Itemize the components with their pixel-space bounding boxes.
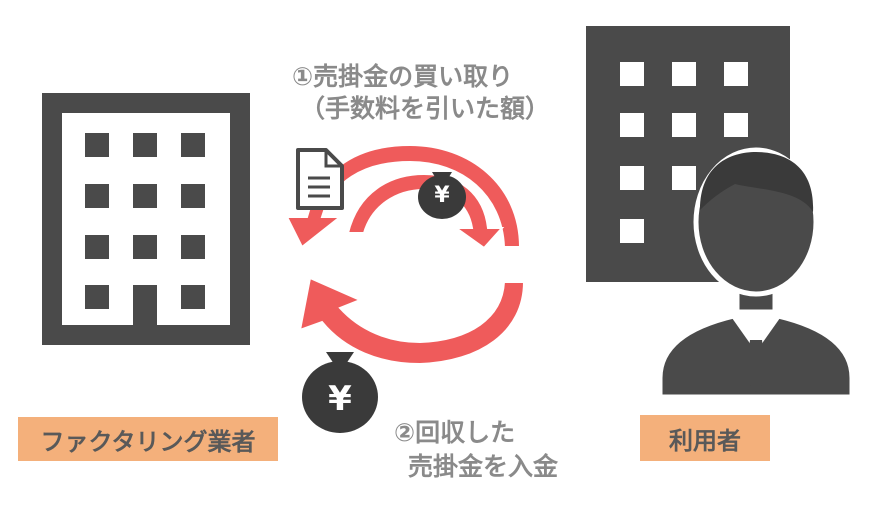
businessman-icon <box>657 147 855 400</box>
factoring-company-label: ファクタリング業者 <box>18 417 278 461</box>
yen-symbol-large: ¥ <box>328 379 352 419</box>
step1-line1: ①売掛金の買い取り <box>292 62 514 91</box>
yen-symbol-small: ¥ <box>434 183 450 208</box>
cycle-arrow-bottom <box>298 276 526 366</box>
factoring-building-icon <box>42 93 250 345</box>
step1-line2: （手数料を引いた額） <box>300 94 551 123</box>
document-icon <box>296 148 344 210</box>
money-bag-icon-large <box>302 352 378 433</box>
user-label: 利用者 <box>640 415 770 461</box>
step2-line2: 売掛金を入金 <box>408 452 559 481</box>
money-bag-icon-small <box>418 172 466 219</box>
step2-line1: ②回収した <box>394 418 516 447</box>
